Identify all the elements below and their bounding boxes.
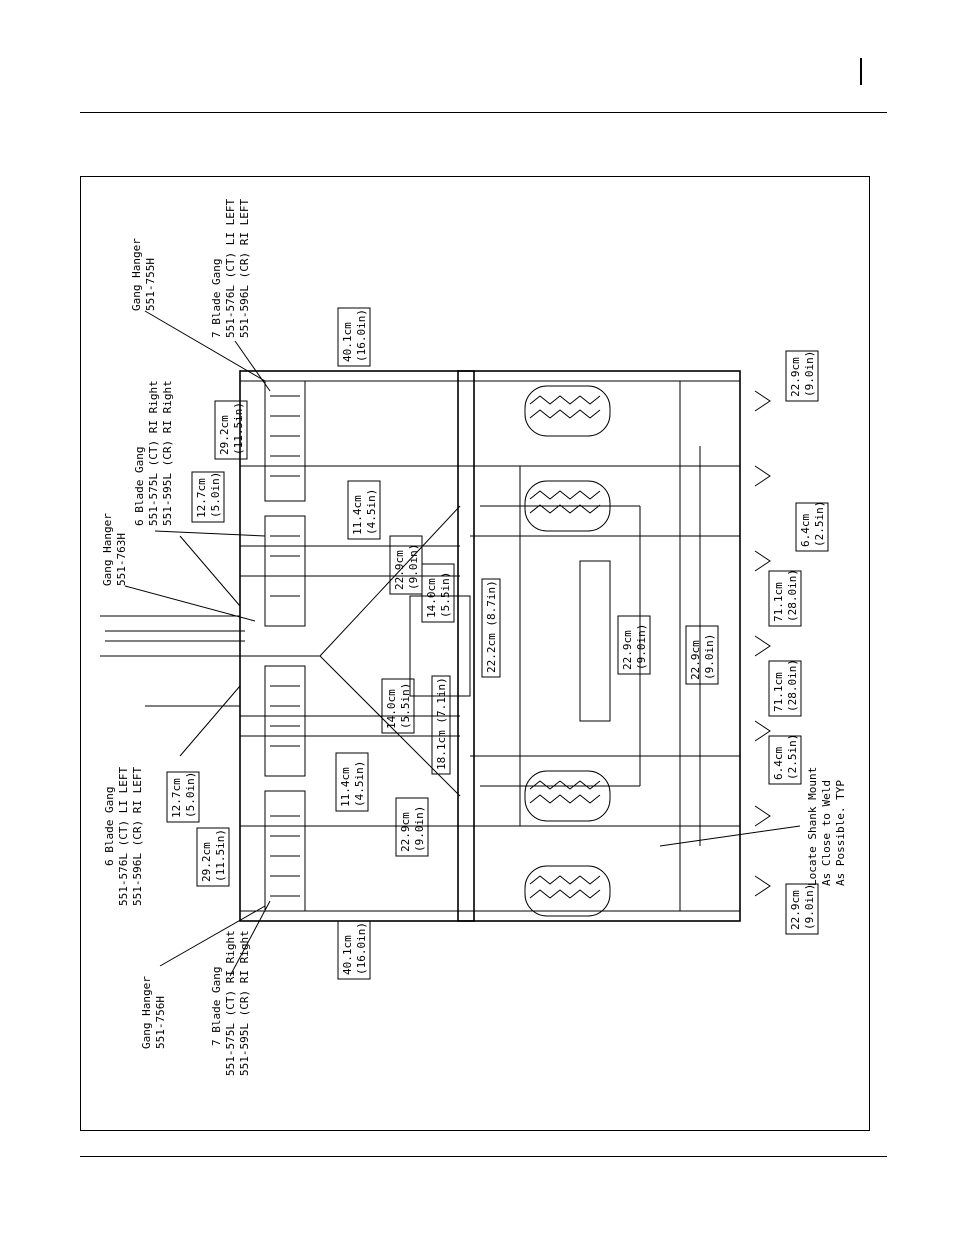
dim-71-1-r2-cm: 71.1cm — [772, 672, 785, 712]
disc-gangs — [264, 380, 306, 912]
label-gang-hanger-756h-line2: 551-756H — [154, 996, 167, 1049]
dim-14-0-c-in: (5.5in) — [399, 683, 412, 729]
tire — [524, 770, 611, 822]
dim-12-7-bot-cm: 12.7cm — [170, 778, 183, 818]
label-gang-hanger-756h-line1: Gang Hanger — [140, 976, 153, 1049]
tire — [524, 865, 611, 917]
dim-29-2-bot-cm: 29.2cm — [200, 842, 213, 882]
dim-40-1-top-cm: 40.1cm — [341, 322, 354, 362]
shanks — [754, 390, 771, 897]
dim-71-1-r1-in: (28.0in) — [786, 569, 799, 622]
dim-22-9-r2-cm: 22.9cm — [789, 890, 802, 930]
labels: Gang Hanger 551-755H 7 Blade Gang 551-57… — [101, 199, 847, 1076]
dim-12-7-bot-in: (5.0in) — [184, 772, 197, 818]
dim-71-1-r2-in: (28.0in) — [786, 659, 799, 712]
label-6-blade-gang-left-line1: 6 Blade Gang — [103, 787, 116, 866]
label-gang-hanger-755h-line2: 551-755H — [144, 258, 157, 311]
dim-11-4-top-cm: 11.4cm — [351, 495, 364, 535]
hitch-tongue — [100, 535, 245, 757]
label-locate-shank-line1: Locate Shank Mount — [806, 767, 819, 886]
dim-12-7-top-in: (5.0in) — [209, 472, 222, 518]
dim-6-4-r1-cm: 6.4cm — [799, 514, 812, 547]
dim-22-9-b-cm: 22.9cm — [621, 630, 634, 670]
dim-22-9-c-in: (9.0in) — [703, 634, 716, 680]
dim-14-0-c-cm: 14.0cm — [385, 689, 398, 729]
dim-14-0-in: (5.5in) — [439, 572, 452, 618]
dim-29-2-bot-in: (11.5in) — [214, 829, 227, 882]
label-6-blade-gang-left-line2: 551-576L (CT) LI LEFT — [117, 767, 130, 906]
footer-rule — [80, 1156, 887, 1157]
dim-12-7-top-cm: 12.7cm — [195, 478, 208, 518]
dim-29-2-top-cm: 29.2cm — [218, 415, 231, 455]
dim-22-9-c-cm: 22.9cm — [689, 640, 702, 680]
label-locate-shank-line2: As Close to Weld — [820, 780, 833, 886]
dim-11-4-top-in: (4.5in) — [365, 489, 378, 535]
implement-layout-drawing: Gang Hanger 551-755H 7 Blade Gang 551-57… — [100, 199, 847, 1076]
label-7-blade-gang-right-line3: 551-595L (CR) RI Right — [238, 930, 251, 1076]
dim-40-1-top-in: (16.0in) — [355, 309, 368, 362]
label-7-blade-gang-left-line2: 551-576L (CT) LI LEFT — [224, 199, 237, 338]
leader-lines — [124, 310, 801, 977]
label-7-blade-gang-right-line2: 551-575L (CT) RI Right — [224, 930, 237, 1076]
label-gang-hanger-763h-line1: Gang Hanger — [101, 513, 114, 586]
frame-structure — [239, 370, 741, 922]
dim-22-9-r1-cm: 22.9cm — [789, 357, 802, 397]
page-corner-tick — [860, 58, 862, 85]
label-6-blade-gang-right-line3: 551-595L (CR) RI Right — [161, 380, 174, 526]
dim-18-1: 18.1cm (7.1in) — [435, 677, 448, 770]
label-6-blade-gang-left-line3: 551-596L (CR) RI LEFT — [131, 767, 144, 906]
dim-6-4-r1-in: (2.5in) — [813, 501, 826, 547]
dim-40-1-bot-cm: 40.1cm — [341, 935, 354, 975]
dim-6-4-r2-cm: 6.4cm — [772, 747, 785, 780]
dim-22-9-a-cm: 22.9cm — [393, 550, 406, 590]
dim-22-9-b-in: (9.0in) — [635, 624, 648, 670]
dim-71-1-r1-cm: 71.1cm — [772, 582, 785, 622]
tires — [524, 385, 611, 917]
label-7-blade-gang-right-line1: 7 Blade Gang — [210, 967, 223, 1046]
tire — [524, 385, 611, 437]
drawing-frame — [80, 176, 870, 1131]
dim-22-9-a-in: (9.0in) — [407, 544, 420, 590]
label-6-blade-gang-right-line2: 551-575L (CT) RI Right — [147, 380, 160, 526]
dim-29-2-top-in: (11.5in) — [232, 402, 245, 455]
label-7-blade-gang-left-line1: 7 Blade Gang — [210, 259, 223, 338]
header-rule — [80, 112, 887, 113]
dim-11-4-bot-in: (4.5in) — [353, 761, 366, 807]
dim-6-4-r2-in: (2.5in) — [786, 734, 799, 780]
dim-11-4-bot-cm: 11.4cm — [339, 767, 352, 807]
label-gang-hanger-755h-line1: Gang Hanger — [130, 238, 143, 311]
label-7-blade-gang-left-line3: 551-596L (CR) RI LEFT — [238, 199, 251, 338]
label-6-blade-gang-right-line1: 6 Blade Gang — [133, 447, 146, 526]
dimensions: 40.1cm (16.0in) 29.2cm (11.5in) 12.7cm (… — [166, 307, 829, 980]
dim-40-1-bot-in: (16.0in) — [355, 922, 368, 975]
tire — [524, 480, 611, 532]
dim-22-9-r1-in: (9.0in) — [803, 351, 816, 397]
dim-22-2: 22.2cm (8.7in) — [485, 580, 498, 673]
dim-14-0-cm: 14.0cm — [425, 578, 438, 618]
dim-22-9-d-in: (9.0in) — [413, 806, 426, 852]
label-locate-shank-line3: As Possible. TYP — [834, 780, 847, 886]
dim-22-9-r2-in: (9.0in) — [803, 884, 816, 930]
dim-22-9-d-cm: 22.9cm — [399, 812, 412, 852]
label-gang-hanger-763h-line2: 551-763H — [115, 533, 128, 586]
